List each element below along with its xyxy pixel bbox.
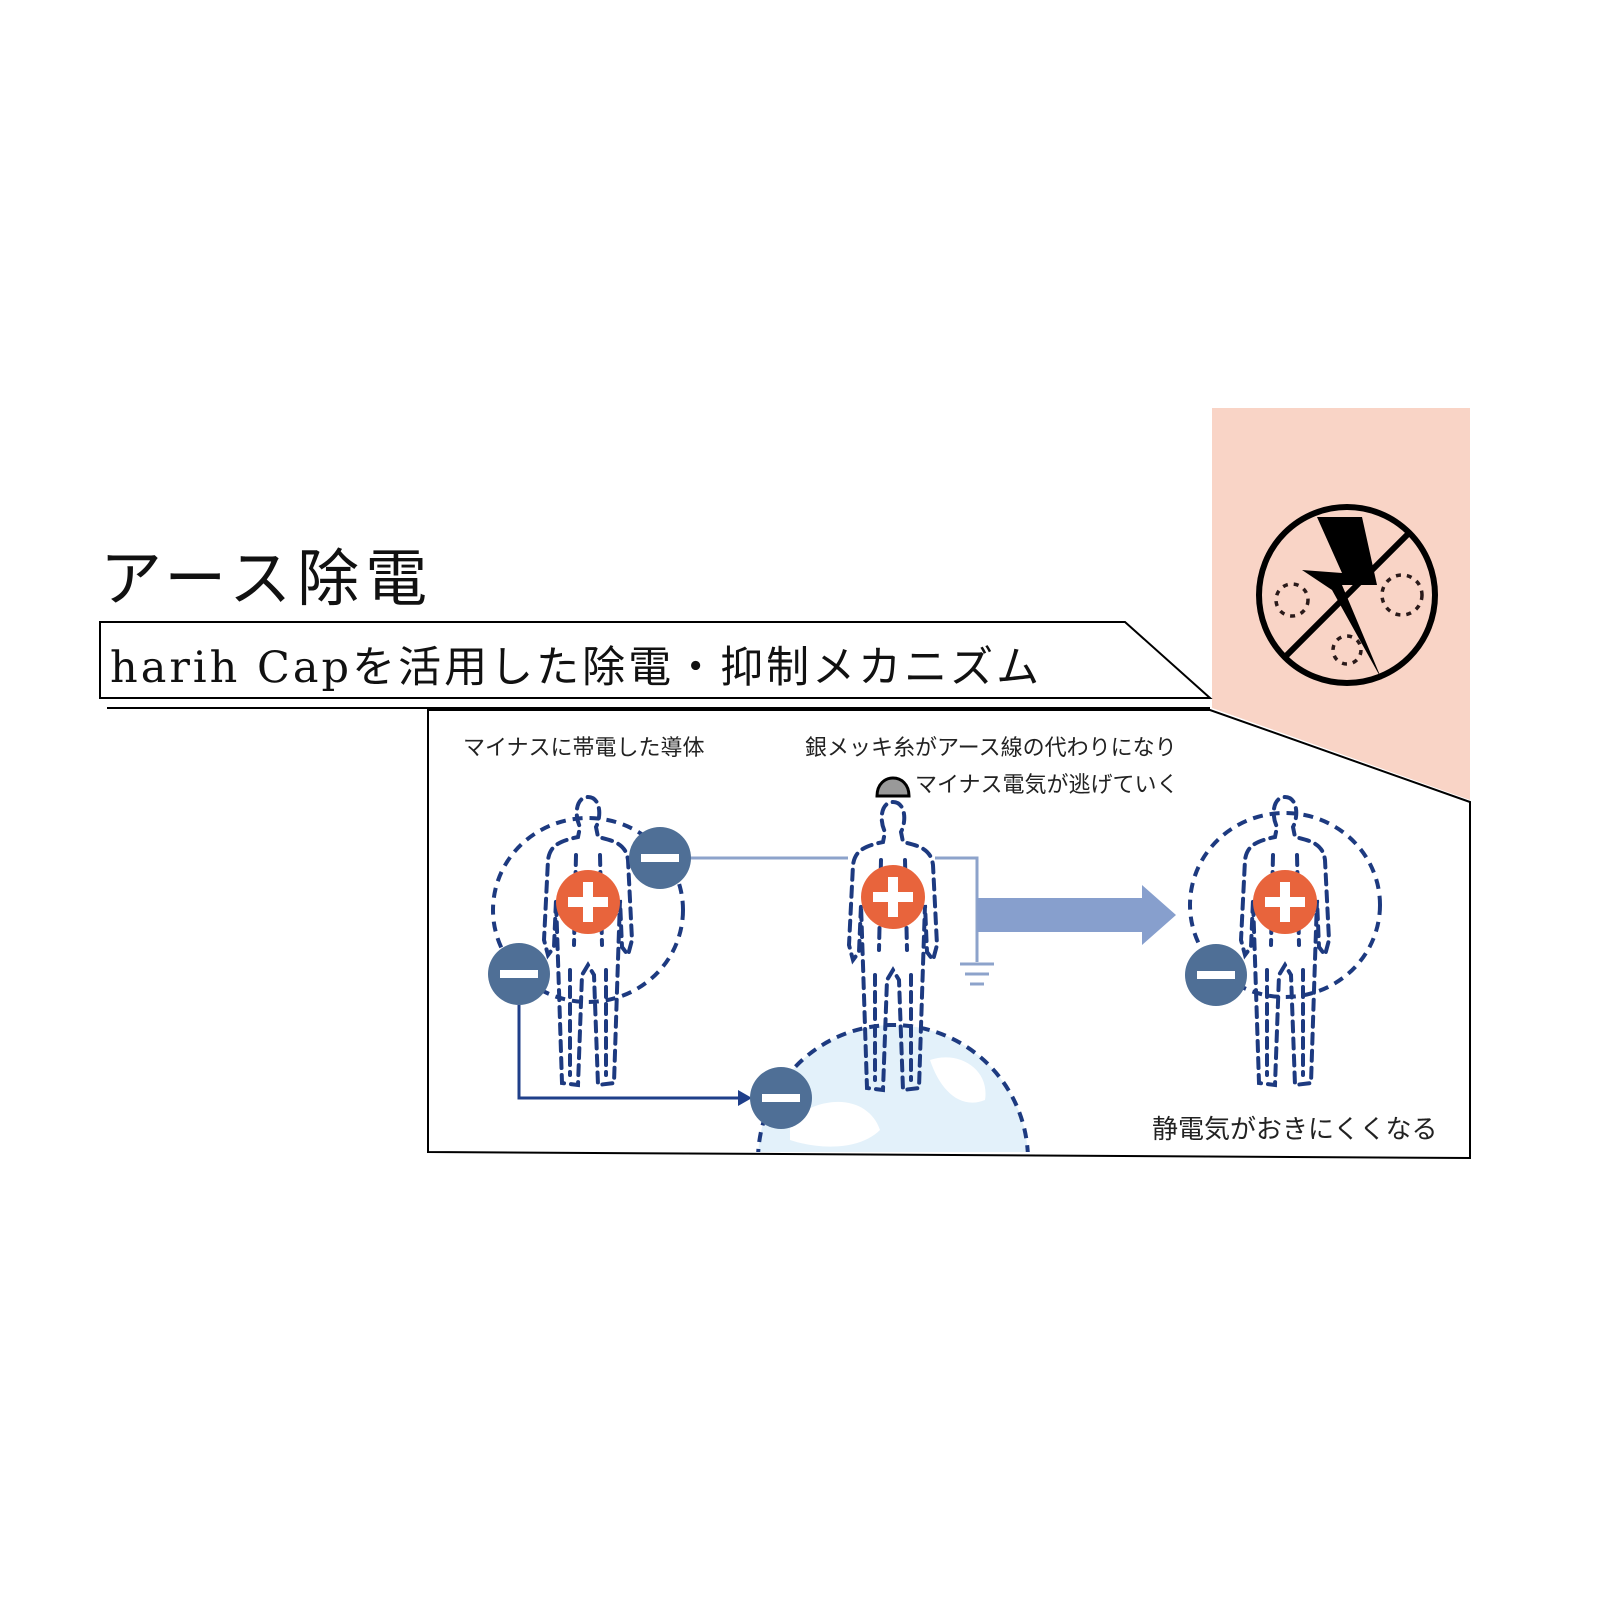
plus-charge-icon (1253, 870, 1317, 934)
earth-globe (756, 1023, 1030, 1152)
label-escape: マイナス電気が逃げていく (915, 773, 1179, 798)
subtitle: harih Capを活用した除電・抑制メカニズム (110, 643, 1042, 693)
charge-field-right (1188, 811, 1382, 999)
page-title: アース除電 (100, 542, 433, 615)
ground-symbol-icon (960, 962, 994, 986)
plus-charge-icon (556, 870, 620, 934)
plus-charge-icon (861, 865, 925, 929)
subtitle-box (99, 621, 1213, 699)
label-result: 静電気がおきにくくなる (1152, 1115, 1437, 1145)
discharge-arrow (517, 1005, 740, 1100)
label-charged-conductor: マイナスに帯電した導体 (463, 736, 705, 761)
no-static-electricity-icon (1256, 504, 1438, 686)
arrowhead-icon (738, 1090, 752, 1106)
label-silver-thread: 銀メッキ糸がアース線の代わりになり (805, 736, 1177, 761)
cap-icon (875, 776, 911, 798)
minus-charge-icon (629, 827, 691, 889)
minus-charge-icon (1185, 944, 1247, 1006)
minus-charge-icon (488, 943, 550, 1005)
result-arrow (977, 885, 1176, 945)
charge-field-left (491, 816, 685, 1004)
mechanism-box (427, 709, 1471, 1160)
minus-charge-icon (750, 1067, 812, 1129)
